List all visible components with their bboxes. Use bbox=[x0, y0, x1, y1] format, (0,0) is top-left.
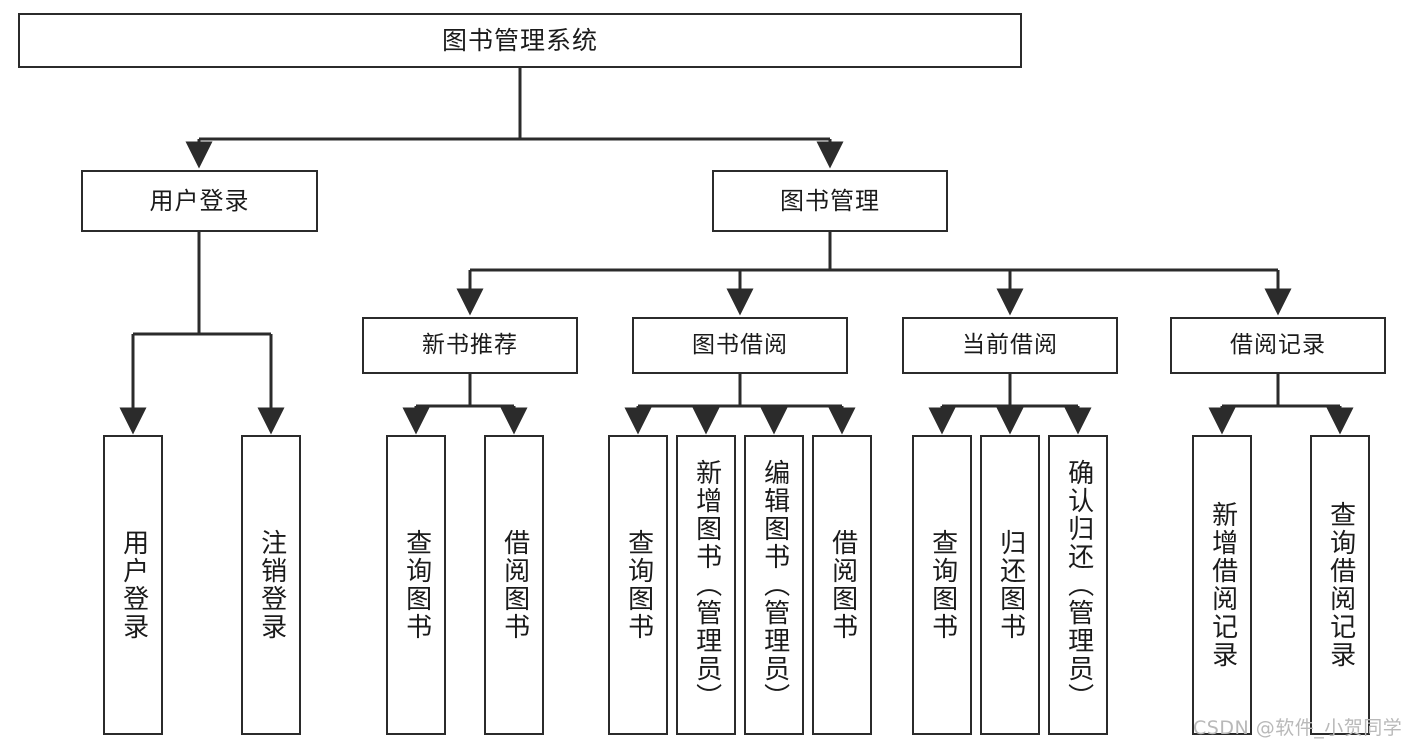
node-leaf-borrow-book-2[interactable]: 借阅图书 bbox=[812, 435, 872, 735]
node-leaf-query-record[interactable]: 查询借阅记录 bbox=[1310, 435, 1370, 735]
node-book-borrow-label: 图书借阅 bbox=[692, 331, 788, 358]
node-leaf-query-book-3[interactable]: 查询图书 bbox=[912, 435, 972, 735]
node-borrow-record-label: 借阅记录 bbox=[1230, 331, 1326, 358]
node-new-book-recommend[interactable]: 新书推荐 bbox=[362, 317, 578, 374]
node-leaf-query-record-label: 查询借阅记录 bbox=[1325, 501, 1356, 669]
node-user-login-label: 用户登录 bbox=[149, 186, 250, 215]
node-book-borrow[interactable]: 图书借阅 bbox=[632, 317, 848, 374]
node-leaf-edit-book-label: 编辑图书（管理员） bbox=[759, 459, 790, 711]
node-leaf-query-book-1[interactable]: 查询图书 bbox=[386, 435, 446, 735]
node-leaf-borrow-book-2-label: 借阅图书 bbox=[827, 529, 858, 641]
node-leaf-logout-login-label: 注销登录 bbox=[256, 529, 287, 641]
node-leaf-add-record[interactable]: 新增借阅记录 bbox=[1192, 435, 1252, 735]
node-borrow-record[interactable]: 借阅记录 bbox=[1170, 317, 1386, 374]
node-leaf-confirm-return[interactable]: 确认归还（管理员） bbox=[1048, 435, 1108, 735]
node-leaf-query-book-2-label: 查询图书 bbox=[623, 529, 654, 641]
node-new-book-recommend-label: 新书推荐 bbox=[422, 331, 518, 358]
node-leaf-add-record-label: 新增借阅记录 bbox=[1207, 501, 1238, 669]
node-leaf-add-book-label: 新增图书（管理员） bbox=[691, 459, 722, 711]
watermark: CSDN @软件_小贺同学 bbox=[1193, 717, 1403, 739]
node-root-label: 图书管理系统 bbox=[441, 25, 598, 55]
node-leaf-user-login[interactable]: 用户登录 bbox=[103, 435, 163, 735]
node-leaf-query-book-1-label: 查询图书 bbox=[401, 529, 432, 641]
node-user-login[interactable]: 用户登录 bbox=[81, 170, 318, 232]
node-current-borrow[interactable]: 当前借阅 bbox=[902, 317, 1118, 374]
node-leaf-query-book-2[interactable]: 查询图书 bbox=[608, 435, 668, 735]
node-book-management[interactable]: 图书管理 bbox=[712, 170, 948, 232]
node-leaf-borrow-book-1-label: 借阅图书 bbox=[499, 529, 530, 641]
node-leaf-query-book-3-label: 查询图书 bbox=[927, 529, 958, 641]
node-leaf-edit-book[interactable]: 编辑图书（管理员） bbox=[744, 435, 804, 735]
node-leaf-confirm-return-label: 确认归还（管理员） bbox=[1063, 459, 1094, 711]
node-root[interactable]: 图书管理系统 bbox=[18, 13, 1022, 68]
node-current-borrow-label: 当前借阅 bbox=[962, 331, 1058, 358]
node-leaf-add-book[interactable]: 新增图书（管理员） bbox=[676, 435, 736, 735]
node-book-management-label: 图书管理 bbox=[780, 186, 880, 215]
node-leaf-return-book[interactable]: 归还图书 bbox=[980, 435, 1040, 735]
node-leaf-borrow-book-1[interactable]: 借阅图书 bbox=[484, 435, 544, 735]
node-leaf-return-book-label: 归还图书 bbox=[995, 529, 1026, 641]
node-leaf-user-login-label: 用户登录 bbox=[118, 529, 149, 641]
node-leaf-logout-login[interactable]: 注销登录 bbox=[241, 435, 301, 735]
